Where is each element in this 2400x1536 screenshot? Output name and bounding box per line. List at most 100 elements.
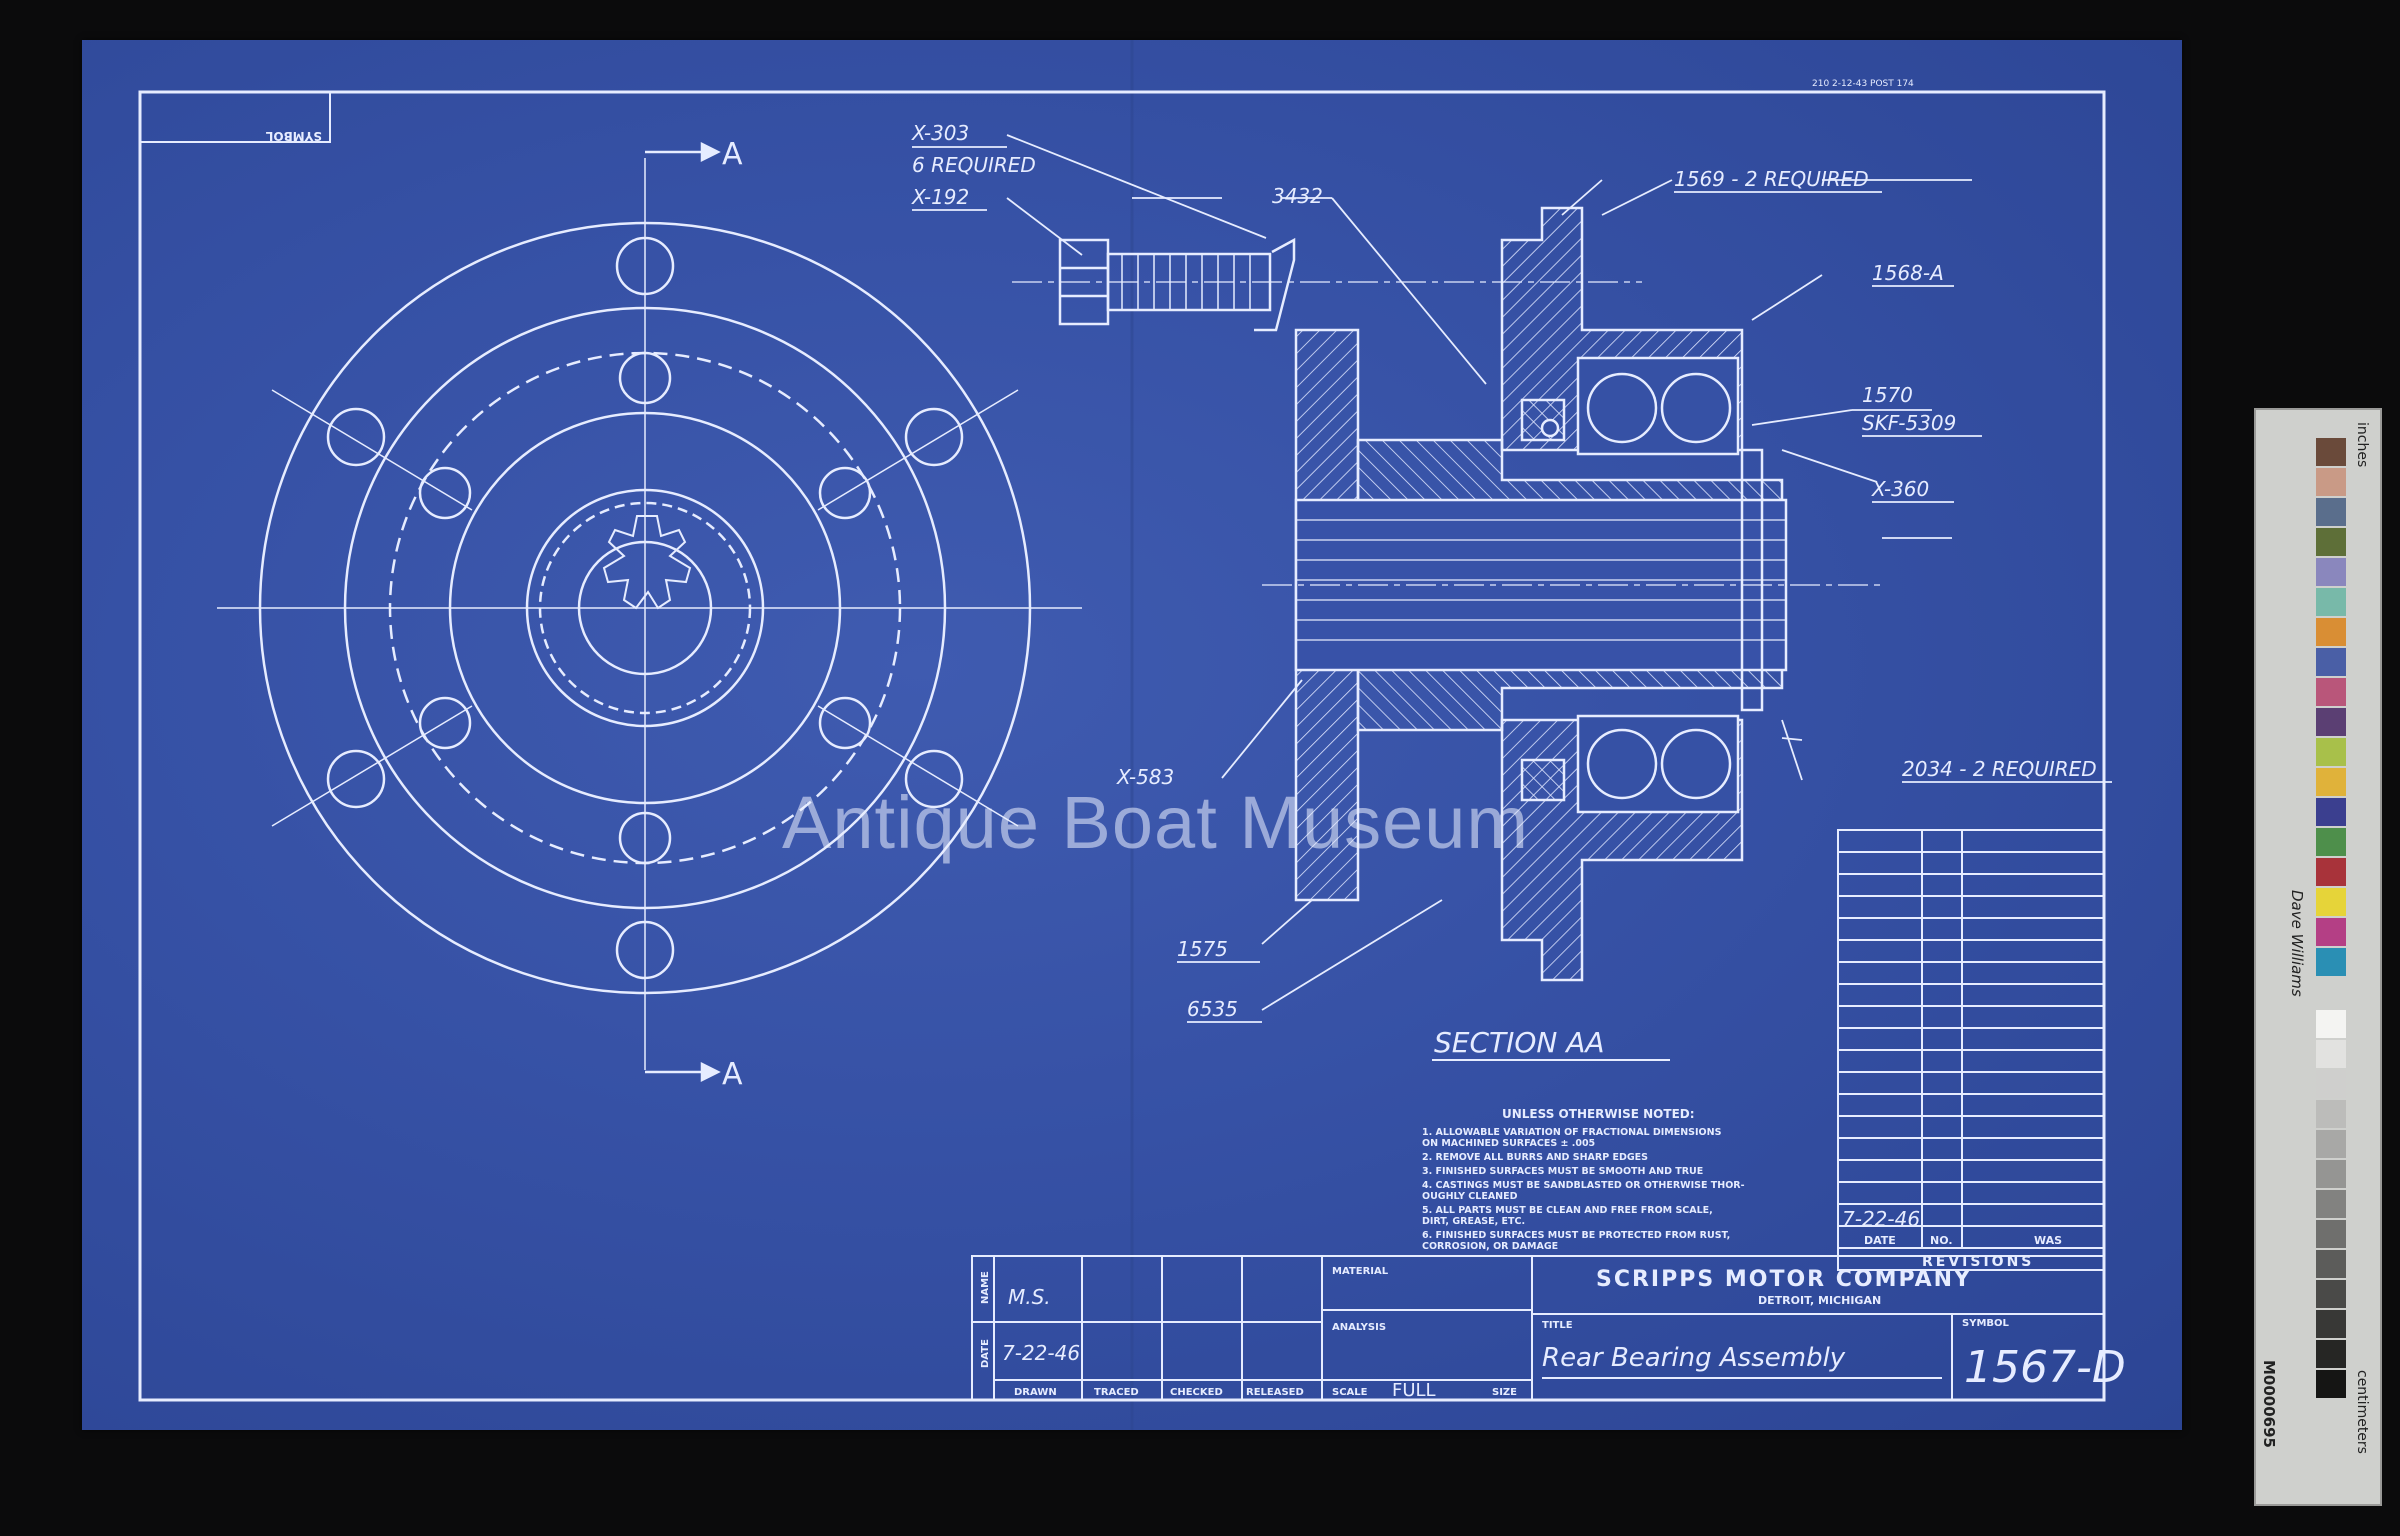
scale-label: SCALE [1332, 1387, 1368, 1398]
gray-patch [2316, 1160, 2346, 1188]
note-line: 4. CASTINGS MUST BE SANDBLASTED OR OTHER… [1422, 1180, 1745, 1191]
gray-patch [2316, 1190, 2346, 1218]
color-swatch [2316, 948, 2346, 976]
color-swatch [2316, 738, 2346, 766]
callout-x583: X-583 [1116, 765, 1174, 789]
callout-1570: 1570 [1862, 383, 1913, 407]
col-traced: TRACED [1094, 1387, 1139, 1398]
drawing-symbol-number: 1567-D [1964, 1342, 2126, 1393]
revisions-label: REVISIONS [1922, 1254, 2034, 1270]
revision-date: 7-22-46 [1842, 1207, 1920, 1231]
date-label: DATE [980, 1339, 991, 1368]
revision-header-date: DATE [1864, 1234, 1896, 1247]
symbol-label: SYMBOL [1962, 1318, 2010, 1329]
section-marker-bottom: A [722, 1057, 743, 1092]
company-name: SCRIPPS MOTOR COMPANY [1596, 1267, 1972, 1292]
note-line: 2. REMOVE ALL BURRS AND SHARP EDGES [1422, 1152, 1648, 1163]
section-marker-top: A [722, 137, 743, 172]
gray-patch [2316, 1040, 2346, 1068]
gray-patch [2316, 1070, 2346, 1098]
part-callouts: X-303 6 REQUIRED X-192 3432 1569 - 2 REQ… [911, 121, 2112, 1023]
top-stamp: 210 2-12-43 POST 174 [1812, 79, 1914, 89]
size-label: SIZE [1492, 1387, 1517, 1398]
gray-patch [2316, 1100, 2346, 1128]
callout-1575: 1575 [1177, 937, 1228, 961]
callout-x192: X-192 [911, 185, 969, 209]
color-swatch [2316, 468, 2346, 496]
color-swatch [2316, 828, 2346, 856]
color-swatch [2316, 858, 2346, 886]
color-swatch [2316, 438, 2346, 466]
section-title: SECTION AA [1434, 1026, 1605, 1059]
analysis-label: ANALYSIS [1332, 1322, 1386, 1333]
symbol-box-label: SYMBOL [265, 129, 322, 143]
accession-number: M0000695 [2260, 1360, 2278, 1448]
gray-patch [2316, 1130, 2346, 1158]
callout-skf: SKF-5309 [1862, 411, 1956, 435]
signature: Dave Williams [2288, 890, 2306, 997]
company-location: DETROIT, MICHIGAN [1758, 1294, 1881, 1307]
color-swatch [2316, 918, 2346, 946]
section-view [1262, 206, 1882, 982]
note-line: DIRT, GREASE, ETC. [1422, 1216, 1525, 1227]
gray-patch [2316, 1340, 2346, 1368]
scale-value: FULL [1392, 1380, 1436, 1401]
color-swatch [2316, 678, 2346, 706]
notes-heading: UNLESS OTHERWISE NOTED: [1502, 1107, 1695, 1121]
leader-lines [1006, 134, 1972, 1011]
watermark: Antique Boat Museum [782, 781, 1530, 864]
color-scale-strip: inches centimeters M0000695 Dave William… [2254, 408, 2382, 1506]
col-released: RELEASED [1246, 1387, 1304, 1398]
gray-patch [2316, 1280, 2346, 1308]
color-swatch [2316, 648, 2346, 676]
color-swatch [2316, 558, 2346, 586]
revisions-table [1837, 829, 2105, 1271]
title-block [971, 1255, 2105, 1401]
note-line: 5. ALL PARTS MUST BE CLEAN AND FREE FROM… [1422, 1205, 1713, 1216]
general-notes: UNLESS OTHERWISE NOTED: 1. ALLOWABLE VAR… [1422, 1107, 1745, 1252]
gray-patch [2316, 1250, 2346, 1278]
note-line: 3. FINISHED SURFACES MUST BE SMOOTH AND … [1422, 1166, 1703, 1177]
revision-header-was: WAS [2034, 1234, 2062, 1247]
callout-x360: X-360 [1871, 477, 1929, 501]
color-swatch [2316, 618, 2346, 646]
note-line: OUGHLY CLEANED [1422, 1191, 1518, 1202]
color-swatch [2316, 588, 2346, 616]
bolt-drawing [1012, 237, 1642, 332]
callout-x303: X-303 [911, 121, 969, 145]
drawing-title: Rear Bearing Assembly [1542, 1343, 1846, 1373]
gray-patch [2316, 1370, 2346, 1398]
blueprint-drawing: 210 2-12-43 POST 174 SYMBOL [138, 40, 2126, 1430]
gray-patch [2316, 1310, 2346, 1338]
callout-3432: 3432 [1272, 184, 1323, 208]
gray-patch [2316, 1220, 2346, 1248]
blueprint-sheet: 210 2-12-43 POST 174 SYMBOL [82, 40, 2182, 1430]
note-line: ON MACHINED SURFACES ± .005 [1422, 1138, 1595, 1149]
note-line: 6. FINISHED SURFACES MUST BE PROTECTED F… [1422, 1230, 1730, 1241]
symbol-box [139, 91, 331, 143]
material-label: MATERIAL [1332, 1266, 1389, 1277]
col-drawn: DRAWN [1014, 1387, 1057, 1398]
color-swatch [2316, 498, 2346, 526]
gray-patch [2316, 1010, 2346, 1038]
note-line: 1. ALLOWABLE VARIATION OF FRACTIONAL DIM… [1422, 1127, 1722, 1138]
centimeters-label: centimeters [2354, 1370, 2370, 1454]
color-swatch [2316, 768, 2346, 796]
drawn-date: 7-22-46 [1002, 1341, 1080, 1365]
title-label: TITLE [1542, 1320, 1573, 1331]
color-swatch [2316, 798, 2346, 826]
callout-six-required: 6 REQUIRED [912, 153, 1036, 177]
color-swatch [2316, 528, 2346, 556]
color-swatch [2316, 708, 2346, 736]
gray-scale [2316, 1010, 2350, 1410]
color-swatches [2316, 438, 2350, 998]
name-label: NAME [980, 1271, 991, 1304]
callout-1569: 1569 - 2 REQUIRED [1674, 167, 1869, 191]
callout-1568a: 1568-A [1872, 261, 1944, 285]
inches-label: inches [2354, 422, 2370, 468]
col-checked: CHECKED [1170, 1387, 1223, 1398]
revision-header-no: NO. [1930, 1234, 1953, 1247]
color-swatch [2316, 888, 2346, 916]
front-view [217, 141, 1082, 1083]
callout-2034: 2034 - 2 REQUIRED [1902, 757, 2097, 781]
